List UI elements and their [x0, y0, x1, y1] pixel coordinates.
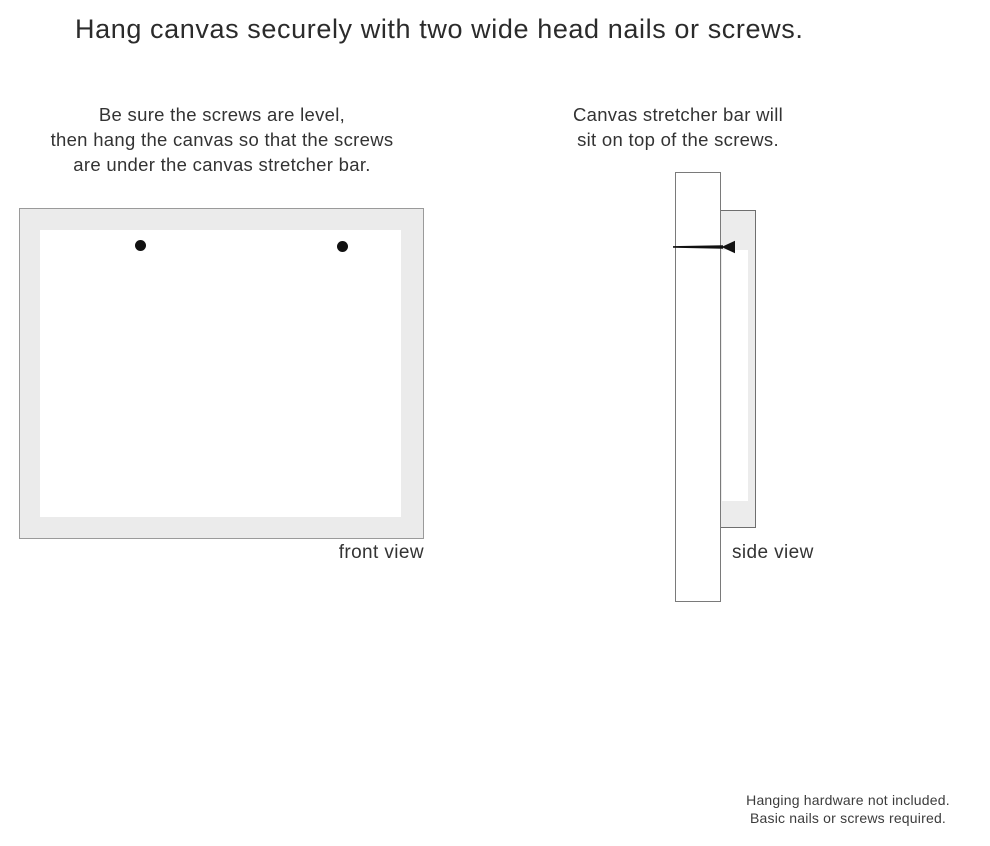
- side-view-caption: side view: [732, 542, 814, 563]
- instruction-line: sit on top of the screws.: [577, 129, 779, 150]
- side-view-stretcher-bar: [722, 250, 748, 501]
- screw-dot-right: [337, 241, 348, 252]
- nail-head: [721, 240, 735, 254]
- page-title: Hang canvas securely with two wide head …: [75, 14, 804, 44]
- side-view-wall-bar: [675, 172, 721, 602]
- footnote-line: Hanging hardware not included.: [746, 792, 950, 808]
- instruction-line: Be sure the screws are level,: [98, 104, 346, 125]
- front-view-canvas-face: [40, 230, 401, 517]
- screw-dot-left: [135, 240, 146, 251]
- side-view-instructions: Canvas stretcher bar will sit on top of …: [538, 102, 818, 152]
- side-view-canvas-depth: [720, 210, 756, 528]
- footnote-line: Basic nails or screws required.: [749, 810, 947, 826]
- instruction-line: Canvas stretcher bar will: [572, 104, 784, 125]
- instruction-line: are under the canvas stretcher bar.: [73, 154, 371, 175]
- instruction-line: then hang the canvas so that the screws: [50, 129, 394, 150]
- front-view-caption: front view: [338, 542, 424, 563]
- front-view-canvas-frame: [19, 208, 424, 539]
- hardware-footnote: Hanging hardware not included. Basic nai…: [710, 791, 986, 827]
- nail-shaft: [673, 245, 723, 249]
- nail-icon: [673, 240, 735, 254]
- front-view-instructions: Be sure the screws are level, then hang …: [22, 102, 422, 177]
